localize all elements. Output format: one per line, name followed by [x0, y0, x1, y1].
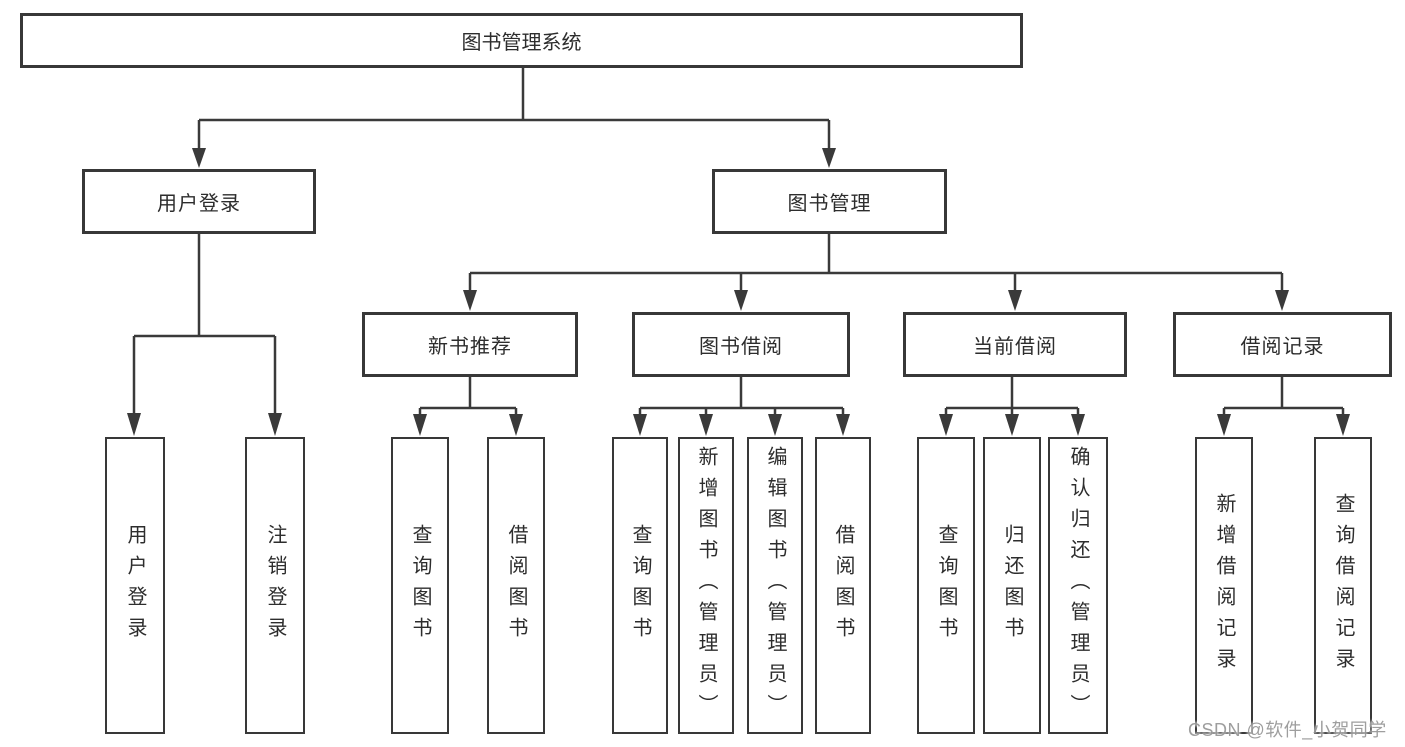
connector-current-branch — [944, 377, 1080, 416]
leaf-query-books: 查询图书 — [917, 437, 975, 734]
node-library-management-system: 图书管理系统 — [20, 13, 1023, 68]
leaf-add-borrow-record: 新增借阅记录 — [1195, 437, 1253, 734]
leaf-user-login: 用户登录 — [105, 437, 165, 734]
node-label: 新书推荐 — [428, 336, 512, 358]
connector-book-management-branch — [468, 233, 1284, 292]
connector-root-to-level2 — [197, 68, 831, 150]
node-label: 当前借阅 — [973, 336, 1057, 358]
node-user-login: 用户登录 — [82, 169, 316, 234]
arrowheads — [127, 148, 1350, 436]
node-borrowing-records: 借阅记录 — [1173, 312, 1392, 377]
leaf-label: 确认归还（管理员） — [1067, 446, 1089, 725]
leaf-label: 借阅图书 — [505, 523, 527, 648]
leaf-label: 新增图书（管理员） — [695, 446, 717, 725]
leaf-logout: 注销登录 — [245, 437, 305, 734]
leaf-label: 编辑图书（管理员） — [764, 446, 786, 725]
leaf-label: 用户登录 — [124, 523, 146, 648]
node-label: 图书管理 — [787, 193, 872, 215]
leaf-label: 查询图书 — [935, 523, 957, 648]
leaf-return-books: 归还图书 — [983, 437, 1041, 734]
leaf-label: 新增借阅记录 — [1213, 492, 1235, 679]
leaf-borrow-books: 借阅图书 — [815, 437, 871, 734]
leaf-query-books: 查询图书 — [391, 437, 449, 734]
node-book-borrowing: 图书借阅 — [632, 312, 850, 377]
node-new-book-recommendation: 新书推荐 — [362, 312, 578, 377]
node-label: 借阅记录 — [1240, 336, 1325, 358]
node-current-borrowing: 当前借阅 — [903, 312, 1127, 377]
leaf-query-books: 查询图书 — [612, 437, 668, 734]
node-label: 用户登录 — [157, 193, 241, 215]
leaf-confirm-return-admin: 确认归还（管理员） — [1048, 437, 1108, 734]
watermark: CSDN @软件_小贺同学 — [1188, 720, 1387, 740]
leaf-label: 查询图书 — [629, 523, 651, 648]
leaf-add-books-admin: 新增图书（管理员） — [678, 437, 734, 734]
connector-recommend-branch — [418, 377, 518, 416]
leaf-label: 查询借阅记录 — [1332, 492, 1354, 679]
leaf-query-borrow-record: 查询借阅记录 — [1314, 437, 1372, 734]
leaf-label: 归还图书 — [1001, 523, 1023, 648]
connector-records-branch — [1222, 377, 1345, 416]
connector-user-login-branch — [132, 233, 277, 415]
leaf-label: 查询图书 — [409, 523, 431, 648]
node-label: 图书管理系统 — [461, 32, 582, 54]
leaf-edit-books-admin: 编辑图书（管理员） — [747, 437, 803, 734]
leaf-borrow-books: 借阅图书 — [487, 437, 545, 734]
leaf-label: 注销登录 — [264, 523, 286, 648]
node-label: 图书借阅 — [699, 336, 783, 358]
connector-borrowing-branch — [638, 377, 845, 416]
leaf-label: 借阅图书 — [832, 523, 854, 648]
node-book-management: 图书管理 — [712, 169, 947, 234]
